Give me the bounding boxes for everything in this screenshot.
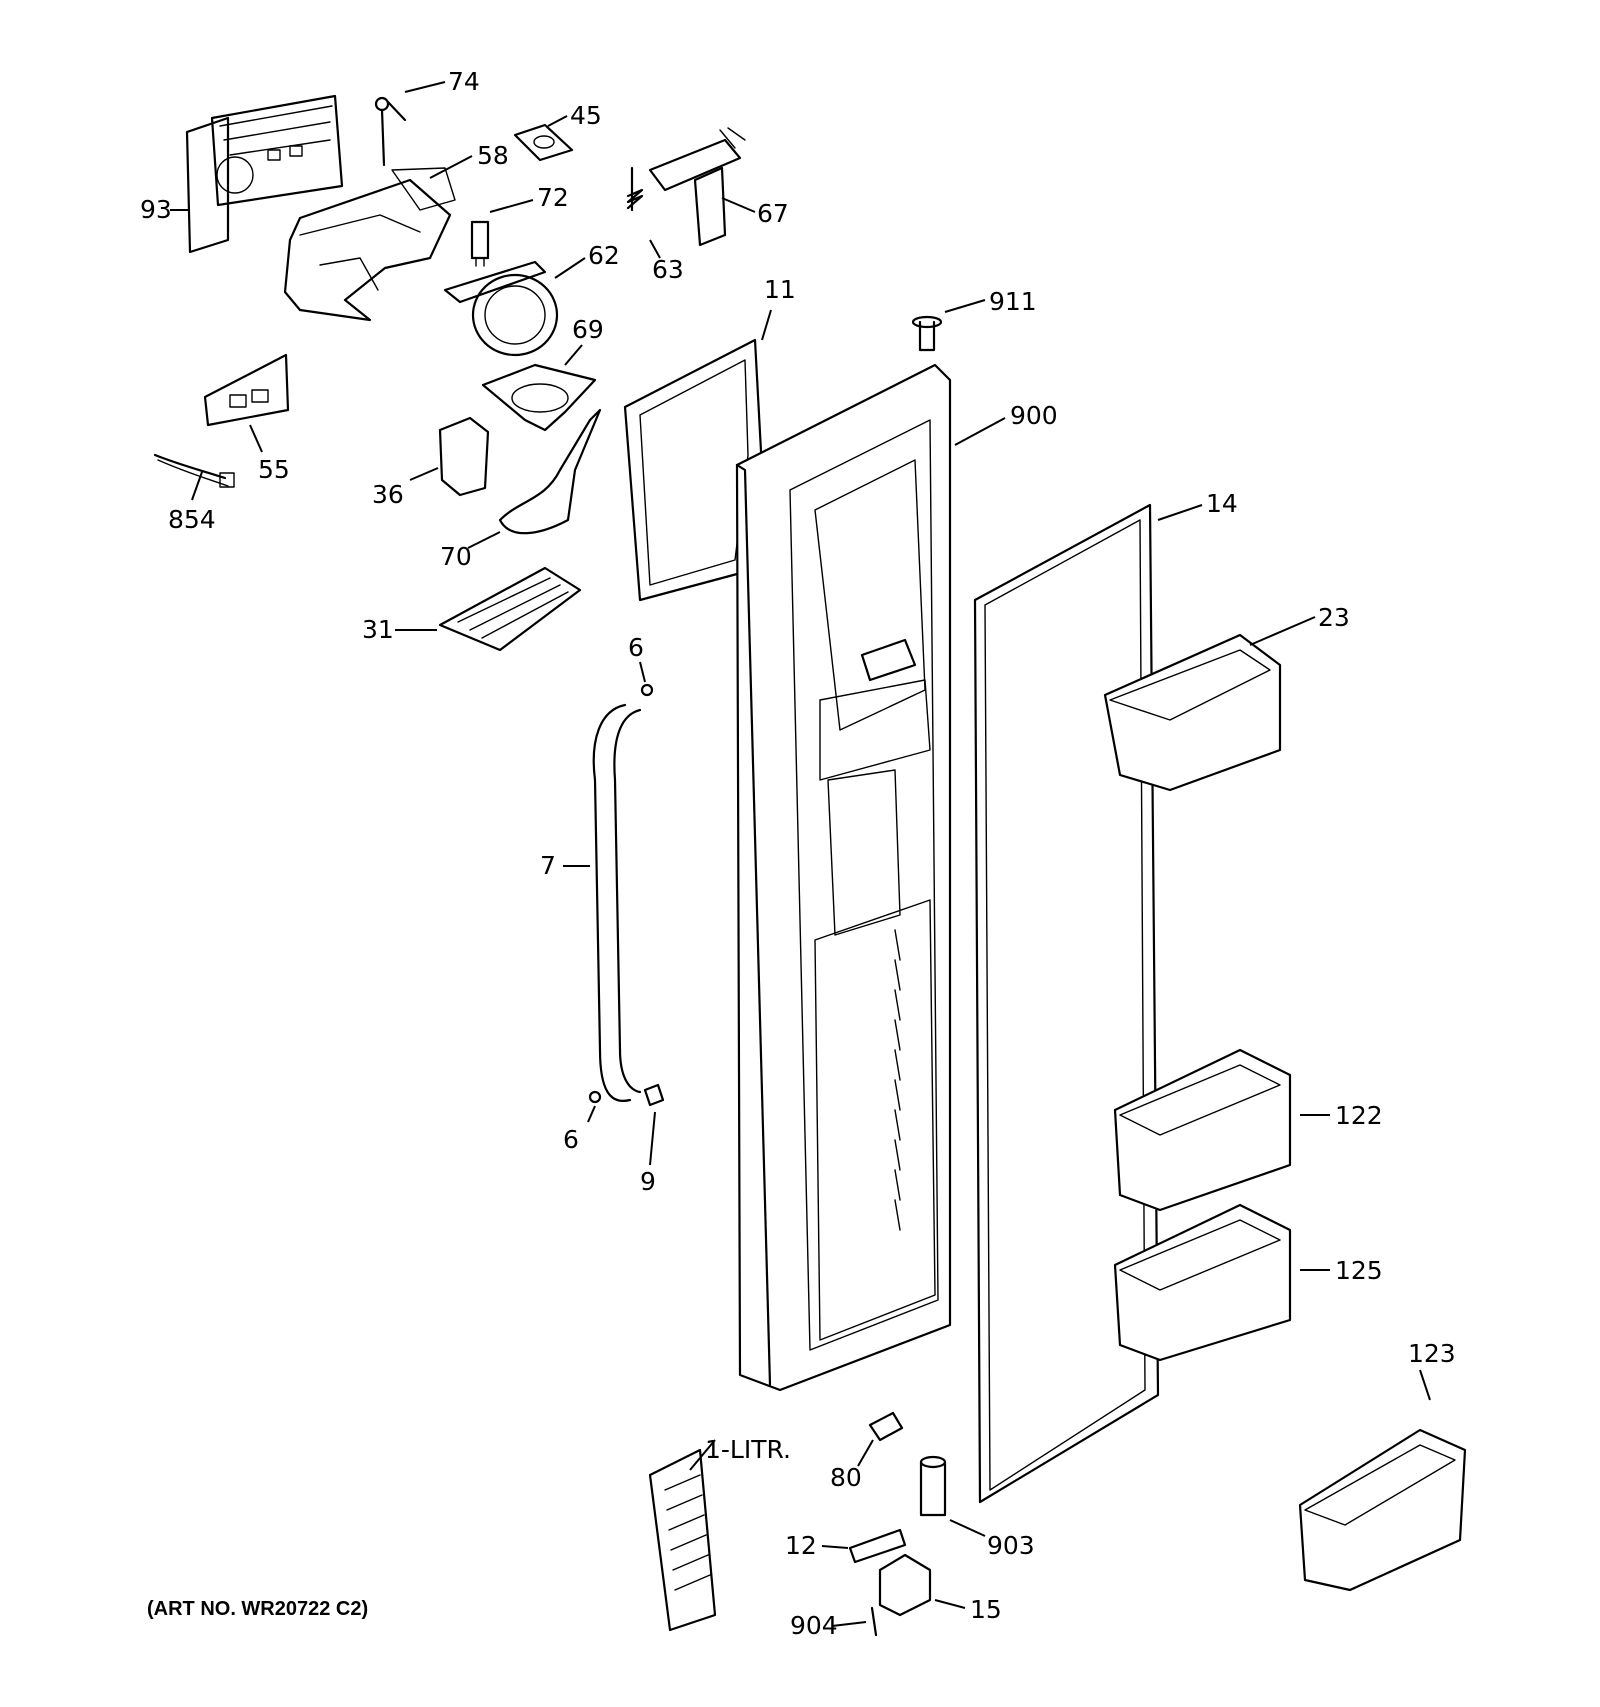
part-14-door-gasket [973, 503, 1160, 1504]
part-label-9: 9 [640, 1167, 656, 1196]
part-label-123: 123 [1408, 1339, 1456, 1368]
part-label-122: 122 [1335, 1101, 1383, 1130]
part-9-connector [643, 1083, 665, 1107]
part-label-125: 125 [1335, 1256, 1383, 1285]
part-854-wire-harness [153, 453, 235, 488]
part-label-80: 80 [830, 1463, 862, 1492]
part-label-904: 904 [790, 1611, 838, 1640]
part-93-control-panel [185, 94, 344, 254]
part-1-litr-literature [648, 1448, 717, 1632]
part-label-854: 854 [168, 505, 216, 534]
part-label-70: 70 [440, 542, 472, 571]
part-label-12: 12 [785, 1531, 817, 1560]
part-label-36: 36 [372, 480, 404, 509]
part-69-funnel [481, 363, 597, 432]
part-125-door-bin [1113, 1203, 1292, 1362]
part-label-31: 31 [362, 615, 394, 644]
part-label-93: 93 [140, 195, 172, 224]
part-label-58: 58 [477, 141, 509, 170]
part-label-69: 69 [572, 315, 604, 344]
art-number: (ART NO. WR20722 C2) [147, 1598, 368, 1620]
part-36-actuator-module [438, 416, 490, 497]
part-label-23: 23 [1318, 603, 1350, 632]
part-6-screw-bottom [588, 1090, 602, 1104]
part-label-900: 900 [1010, 401, 1058, 430]
part-70-arm [498, 408, 602, 535]
part-label-67: 67 [757, 199, 789, 228]
part-label-15: 15 [970, 1595, 1002, 1624]
part-31-drip-tray [438, 566, 582, 652]
part-label-74: 74 [448, 67, 480, 96]
part-label-63: 63 [652, 255, 684, 284]
part-label-7: 7 [540, 851, 556, 880]
part-12-bracket [848, 1528, 907, 1564]
part-label-903: 903 [987, 1531, 1035, 1560]
part-58-dispenser-housing [283, 167, 456, 322]
leader-lines [170, 81, 1431, 1627]
part-45-bracket [513, 123, 574, 162]
part-23-door-bin [1103, 633, 1282, 792]
part-122-door-bin [1113, 1048, 1292, 1212]
part-903-hinge-pin [919, 1455, 947, 1517]
part-label-1-litr: 1-LITR. [705, 1435, 791, 1464]
part-72-switch [470, 220, 490, 267]
part-label-911: 911 [989, 287, 1037, 316]
part-63-spring [626, 166, 644, 212]
part-label-72: 72 [537, 183, 569, 212]
part-15-hinge-cover [878, 1553, 932, 1617]
part-label-62: 62 [588, 241, 620, 270]
part-74-spring [374, 96, 407, 167]
part-label-14: 14 [1206, 489, 1238, 518]
part-label-6-bottom: 6 [563, 1125, 579, 1154]
part-904-screw [870, 1606, 878, 1637]
part-label-45: 45 [570, 101, 602, 130]
part-6-screw-top [640, 683, 654, 697]
part-67-actuator [648, 127, 746, 247]
part-label-6-top: 6 [628, 633, 644, 662]
part-7-handle [592, 703, 642, 1103]
part-label-55: 55 [258, 455, 290, 484]
part-62-chute-ring [443, 260, 559, 357]
part-55-board [203, 353, 290, 427]
part-911-cap [911, 315, 943, 352]
part-80-plug [868, 1411, 904, 1442]
part-123-door-bin [1298, 1428, 1467, 1592]
part-900-door [735, 363, 952, 1392]
part-label-11: 11 [764, 275, 796, 304]
